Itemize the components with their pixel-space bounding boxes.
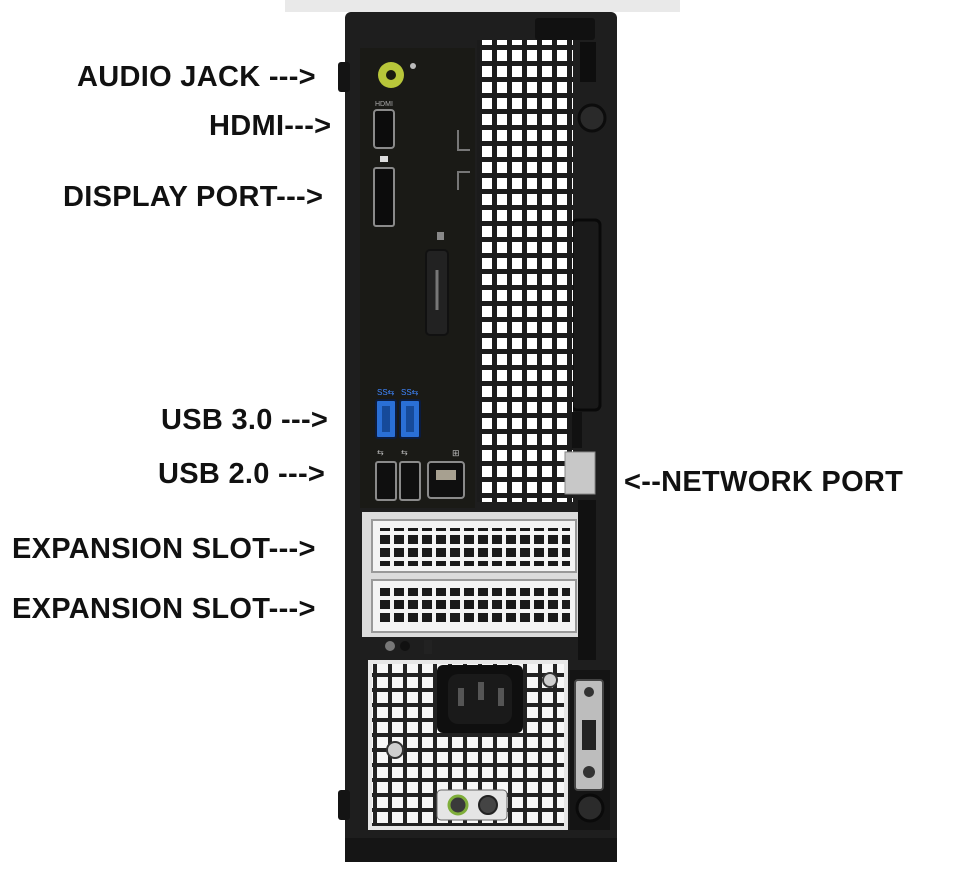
padlock-slot <box>582 720 596 750</box>
label-usb3: USB 3.0 ---> <box>161 406 328 435</box>
label-hdmi: HDMI---> <box>209 112 331 141</box>
psu-test-led-icon <box>449 796 467 814</box>
left-clip <box>338 62 350 92</box>
usb2-port-1 <box>376 462 396 500</box>
side-screw-icon <box>584 687 594 697</box>
top-slot <box>580 42 596 82</box>
side-latch <box>572 220 600 410</box>
panel-marking <box>437 232 444 240</box>
power-pin <box>458 688 464 706</box>
chassis-bottom <box>345 838 617 862</box>
expansion-slot-2-vents <box>378 588 570 626</box>
usb3-icon: SS⇆ <box>401 388 419 397</box>
label-expansion-slot-1: EXPANSION SLOT---> <box>12 535 316 564</box>
psu-screw-icon <box>387 742 403 758</box>
label-display-port: DISPLAY PORT---> <box>63 183 323 212</box>
psu-screw-icon <box>543 673 557 687</box>
stand-top <box>285 0 680 12</box>
usb2-icon: ⇆ <box>401 448 408 457</box>
audio-jack-hole <box>386 70 396 80</box>
thumbscrew-icon <box>579 105 605 131</box>
network-bracket <box>565 452 595 494</box>
label-audio-jack: AUDIO JACK ---> <box>77 63 316 92</box>
side-tab <box>572 412 582 448</box>
foot-icon <box>577 795 603 821</box>
label-network-port: <--NETWORK PORT <box>624 468 903 497</box>
usb3-tongue <box>382 406 390 432</box>
power-pin <box>498 688 504 706</box>
screw-hole <box>400 641 410 651</box>
left-clip <box>338 790 350 820</box>
ethernet-contacts <box>436 470 456 480</box>
usb2-port-2 <box>400 462 420 500</box>
displayport-port <box>374 168 394 226</box>
slot-bracket <box>578 500 596 660</box>
label-expansion-slot-2: EXPANSION SLOT---> <box>12 595 316 624</box>
network-icon: ⊞ <box>452 448 460 458</box>
usb2-icon: ⇆ <box>377 448 384 457</box>
expansion-slot-1-vents <box>378 528 570 566</box>
displayport-icon <box>380 156 388 162</box>
usb3-tongue <box>406 406 414 432</box>
main-vent-grille <box>477 40 573 502</box>
lock-slot <box>424 640 432 654</box>
headphone-icon <box>410 63 416 69</box>
power-pin <box>478 682 484 700</box>
screw-hole <box>385 641 395 651</box>
top-handle <box>535 18 595 40</box>
label-usb2: USB 2.0 ---> <box>158 460 325 489</box>
hdmi-port <box>374 110 394 148</box>
psu-test-button-icon <box>479 796 497 814</box>
side-screw-icon <box>583 766 595 778</box>
hdmi-icon: HDMI <box>375 101 393 108</box>
usb3-icon: SS⇆ <box>377 388 395 397</box>
